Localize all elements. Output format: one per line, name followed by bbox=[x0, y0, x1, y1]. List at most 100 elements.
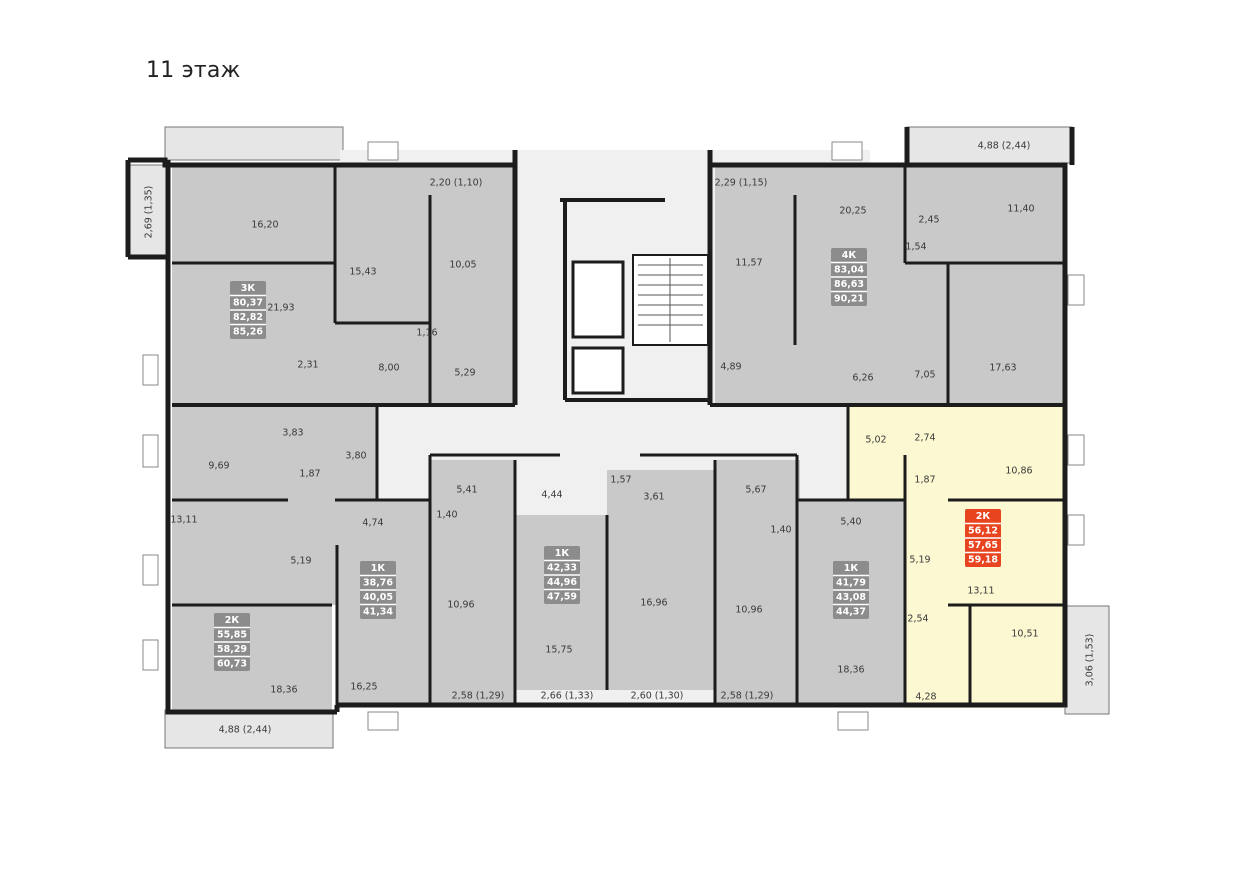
room-area-label: 6,26 bbox=[852, 373, 873, 384]
room-area-label: 2,54 bbox=[907, 614, 928, 625]
room-area-label: 10,96 bbox=[447, 600, 474, 611]
room-labels: 2,69 (1,35) 16,20 21,93 15,43 2,20 (1,10) 10,… bbox=[144, 141, 1096, 736]
room-area-label: 2,29 (1,15) bbox=[715, 178, 768, 189]
stair-core bbox=[571, 254, 709, 395]
apartment-area-value: 55,85 bbox=[217, 630, 247, 641]
room-1kc-1 bbox=[715, 460, 800, 705]
room-area-label: 10,86 bbox=[1005, 466, 1032, 477]
walls bbox=[125, 127, 1075, 715]
elevator-shaft-1 bbox=[571, 260, 625, 339]
apartment-area-value: 60,73 bbox=[217, 659, 247, 670]
stair-steps bbox=[638, 258, 703, 342]
apartment-area-value: 44,96 bbox=[547, 577, 577, 588]
apartment-area-value: 44,37 bbox=[836, 607, 866, 618]
apartment-area-value: 90,21 bbox=[834, 294, 864, 305]
room-area-label: 10,51 bbox=[1011, 629, 1038, 640]
balconies bbox=[129, 126, 1110, 749]
room-area-label: 20,25 bbox=[839, 206, 866, 217]
room-area-label: 11,57 bbox=[735, 258, 762, 269]
room-area-label: 4,28 bbox=[915, 692, 936, 703]
room-area-label: 4,88 (2,44) bbox=[219, 725, 272, 736]
room-area-label: 2,58 (1,29) bbox=[452, 691, 505, 702]
room-area-label: 11,40 bbox=[1007, 204, 1034, 215]
room-area-label: 5,67 bbox=[745, 485, 766, 496]
apartment-area-value: 85,26 bbox=[233, 327, 263, 338]
apartment-area-value: 82,82 bbox=[233, 312, 263, 323]
room-2kr-1 bbox=[848, 405, 1065, 500]
room-area-label: 8,00 bbox=[378, 363, 399, 374]
apartment-type-label: 2К bbox=[225, 615, 240, 626]
room-area-label: 2,69 (1,35) bbox=[144, 186, 155, 239]
apartment-type-label: 3К bbox=[241, 283, 256, 294]
room-area-label: 1,40 bbox=[770, 525, 791, 536]
room-left-3 bbox=[172, 605, 332, 710]
room-area-label: 2,45 bbox=[918, 215, 939, 226]
balcony-top-right bbox=[906, 126, 1073, 164]
room-area-label: 2,20 (1,10) bbox=[430, 178, 483, 189]
room-area-label: 21,93 bbox=[267, 303, 294, 314]
room-area-label: 1,87 bbox=[914, 475, 935, 486]
balcony-right bbox=[1064, 605, 1110, 715]
room-area-label: 10,96 bbox=[735, 605, 762, 616]
windows bbox=[142, 141, 1085, 731]
room-area-label: 16,96 bbox=[640, 598, 667, 609]
apartment-area-value: 83,04 bbox=[834, 265, 864, 276]
apartment-area-value: 59,18 bbox=[968, 555, 998, 566]
room-3k-5 bbox=[335, 323, 430, 405]
balcony-bottom-left bbox=[164, 709, 334, 749]
floor-title: 11 этаж bbox=[146, 58, 241, 83]
room-area-label: 3,80 bbox=[345, 451, 366, 462]
room-area-label: 7,05 bbox=[914, 370, 935, 381]
apartment-area-value: 56,12 bbox=[968, 526, 998, 537]
apartment-type-label: 4К bbox=[842, 250, 857, 261]
room-area-label: 2,58 (1,29) bbox=[721, 691, 774, 702]
room-area-label: 16,20 bbox=[251, 220, 278, 231]
apartment-area-value: 42,33 bbox=[547, 563, 577, 574]
apartment-area-value: 57,65 bbox=[968, 540, 998, 551]
room-area-label: 1,40 bbox=[436, 510, 457, 521]
apartment-type-label: 1К bbox=[371, 563, 386, 574]
room-area-label: 15,43 bbox=[349, 267, 376, 278]
apartment-area-value: 47,59 bbox=[547, 592, 577, 603]
room-3k-1 bbox=[172, 165, 335, 263]
room-area-label: 4,88 (2,44) bbox=[978, 141, 1031, 152]
room-4k-3 bbox=[905, 165, 1065, 263]
apartment-badge-apt-2k-right[interactable]: 2К 56,12 57,65 59,18 bbox=[965, 509, 1001, 567]
room-area-label: 9,69 bbox=[208, 461, 229, 472]
room-area-label: 5,02 bbox=[865, 435, 886, 446]
room-1kb-2 bbox=[607, 470, 715, 690]
room-area-label: 17,63 bbox=[989, 363, 1016, 374]
balcony-top-left bbox=[164, 126, 344, 161]
room-area-label: 2,60 (1,30) bbox=[631, 691, 684, 702]
room-4k-1 bbox=[715, 165, 800, 405]
room-area-label: 5,41 bbox=[456, 485, 477, 496]
apartment-area-value: 80,37 bbox=[233, 298, 263, 309]
room-area-label: 1,87 bbox=[299, 469, 320, 480]
apartment-type-label: 2К bbox=[976, 511, 991, 522]
room-area-label: 10,05 bbox=[449, 260, 476, 271]
room-3k-2 bbox=[335, 165, 430, 323]
room-area-label: 1,57 bbox=[610, 475, 631, 486]
apartment-badge-apt-3k[interactable]: 3К 80,37 82,82 85,26 bbox=[230, 281, 266, 339]
elevator-shaft-2 bbox=[571, 346, 625, 395]
apartment-area-value: 41,34 bbox=[363, 607, 393, 618]
room-area-label: 4,44 bbox=[541, 490, 562, 501]
room-area-label: 5,40 bbox=[840, 517, 861, 528]
room-area-label: 1,54 bbox=[905, 242, 926, 253]
room-left-1 bbox=[172, 405, 377, 500]
room-area-label: 13,11 bbox=[170, 515, 197, 526]
room-area-label: 16,25 bbox=[350, 682, 377, 693]
room-3k-3 bbox=[430, 165, 515, 405]
room-2kr-3 bbox=[905, 605, 1065, 708]
room-area-label: 2,66 (1,33) bbox=[541, 691, 594, 702]
apartment-badges: 3К80,3782,8285,264К83,0486,6390,212К55,8… bbox=[214, 248, 1001, 671]
room-area-label: 5,19 bbox=[290, 556, 311, 567]
apartment-area-value: 40,05 bbox=[363, 592, 393, 603]
room-area-label: 13,11 bbox=[967, 586, 994, 597]
apartment-type-label: 1К bbox=[844, 563, 859, 574]
